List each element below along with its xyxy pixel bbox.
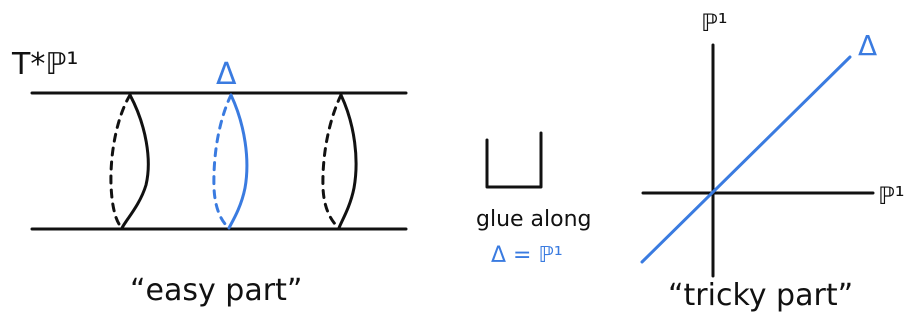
diagonal-line xyxy=(642,57,850,262)
delta-label-left: Δ xyxy=(216,57,237,92)
glue-figure xyxy=(487,133,541,187)
glue-along-text: glue along xyxy=(476,207,592,232)
fiber-1-front xyxy=(122,95,148,228)
vertical-axis-label: ℙ¹ xyxy=(701,9,727,37)
horizontal-axis-label: ℙ¹ xyxy=(878,182,904,210)
fiber-1-back-dashed xyxy=(111,95,130,228)
delta-label-right: Δ xyxy=(858,29,877,62)
easy-part-caption: “easy part” xyxy=(130,273,302,308)
interval-shape xyxy=(487,133,541,187)
fiber-3-front xyxy=(339,95,356,228)
diagonal-fiber-back-dashed xyxy=(214,95,231,228)
glue-equation-text: Δ = ℙ¹ xyxy=(491,243,563,268)
easy-part-figure xyxy=(32,93,406,229)
tricky-part-caption: “tricky part” xyxy=(668,278,853,313)
tricky-part-figure xyxy=(642,45,873,276)
diagonal-fiber-front xyxy=(229,95,247,228)
cotangent-space-label: T*ℙ¹ xyxy=(11,47,78,82)
fiber-3-back-dashed xyxy=(323,95,341,228)
